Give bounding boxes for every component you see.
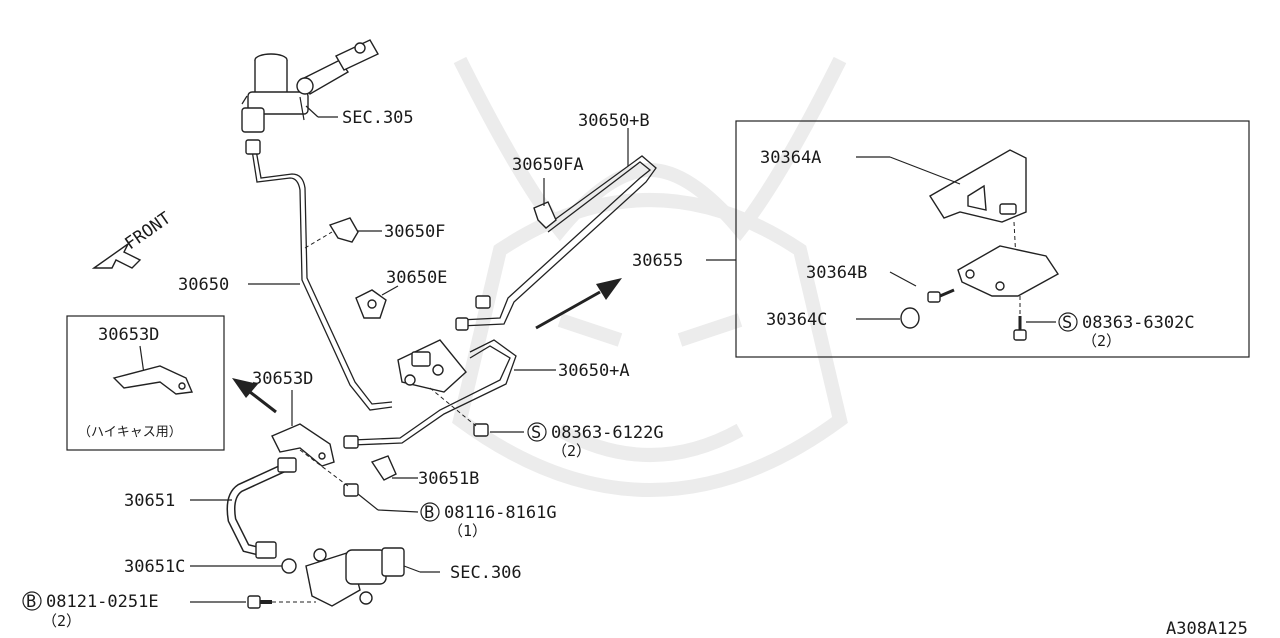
leader-08116 bbox=[357, 493, 379, 511]
bolt-08116-8161G bbox=[299, 449, 359, 497]
bolt-08121-0251E bbox=[247, 595, 316, 609]
label-30650F: 30650F bbox=[384, 222, 445, 242]
master-cylinder bbox=[241, 39, 379, 133]
stud-30364B bbox=[927, 288, 955, 303]
label-30650E: 30650E bbox=[386, 268, 447, 288]
diagram-code: A308A125 bbox=[1166, 619, 1248, 638]
label-30650B: 30650+B bbox=[578, 111, 650, 131]
label-30651: 30651 bbox=[124, 491, 175, 511]
qty-08121: （2） bbox=[42, 612, 81, 630]
qty-08116: （1） bbox=[448, 522, 487, 540]
label-08363-6302C: 08363-6302C bbox=[1082, 313, 1195, 333]
fastener-s-08363-6122G: S 08363-6122G （2） bbox=[527, 422, 664, 460]
clip-30651B bbox=[370, 455, 397, 481]
leader-sec306 bbox=[403, 565, 421, 573]
label-sec306: SEC.306 bbox=[450, 563, 522, 583]
label-08121-0251E: 08121-0251E bbox=[46, 592, 159, 612]
pipe-30650A bbox=[351, 345, 511, 441]
label-front: FRONT bbox=[121, 208, 174, 254]
label-30653D-box: 30653D bbox=[98, 325, 159, 345]
label-08363-6122G: 08363-6122G bbox=[551, 423, 664, 443]
fastener-prefix-s: S bbox=[531, 423, 541, 443]
leader-sec305 bbox=[305, 105, 319, 118]
label-sec305: SEC.305 bbox=[342, 108, 414, 128]
label-08116-8161G: 08116-8161G bbox=[444, 503, 557, 523]
qty-08363-6122G: （2） bbox=[552, 442, 591, 460]
label-30651B: 30651B bbox=[418, 469, 479, 489]
pipe-30650 bbox=[251, 149, 393, 411]
label-30655: 30655 bbox=[632, 251, 683, 271]
clip-30650F bbox=[304, 217, 359, 249]
cap-30364C bbox=[900, 307, 920, 329]
inset-box-hicas bbox=[66, 315, 225, 451]
fastener-s-08363-6302C: S 08363-6302C （2） bbox=[1058, 312, 1195, 350]
mount-30364B bbox=[957, 245, 1060, 297]
label-hicas-note: （ハイキャス用） bbox=[78, 425, 182, 440]
bolt-08363-6302C bbox=[1013, 296, 1027, 341]
label-30650FA: 30650FA bbox=[512, 155, 584, 175]
qty-08363-6302C: （2） bbox=[1082, 332, 1121, 350]
front-arrow-icon bbox=[91, 243, 142, 269]
leader-30364B bbox=[889, 271, 917, 287]
label-30650A: 30650+A bbox=[558, 361, 630, 381]
fastener-prefix-b2: B bbox=[424, 503, 434, 523]
detail-box-30655 bbox=[735, 120, 1250, 358]
junction-block bbox=[397, 339, 467, 393]
slave-cylinder bbox=[305, 547, 405, 607]
fastener-b-08121: B 08121-0251E （2） bbox=[22, 591, 159, 630]
clip-30650FA bbox=[533, 201, 557, 229]
label-30651C: 30651C bbox=[124, 557, 185, 577]
label-30653D: 30653D bbox=[252, 369, 313, 389]
direction-arrow-icon bbox=[232, 378, 277, 414]
fastener-prefix-b: B bbox=[26, 592, 36, 612]
washer-30651C bbox=[281, 558, 297, 574]
bracket-30364A bbox=[929, 149, 1027, 223]
fastener-b-08116: B 08116-8161G （1） bbox=[420, 502, 557, 540]
label-30650: 30650 bbox=[178, 275, 229, 295]
bracket-30653D-inset bbox=[112, 365, 194, 395]
bracket-30653D bbox=[271, 423, 335, 467]
pipe-30650B bbox=[459, 161, 652, 321]
clip-30650E bbox=[355, 289, 387, 319]
label-30364B: 30364B bbox=[806, 263, 867, 283]
pointer-arrow-icon bbox=[535, 278, 622, 330]
bolt-08363-6122G bbox=[429, 387, 489, 437]
label-30364C: 30364C bbox=[766, 310, 827, 330]
fastener-prefix-s2: S bbox=[1062, 313, 1072, 333]
leader-30650E bbox=[381, 285, 399, 296]
label-30364A: 30364A bbox=[760, 148, 821, 168]
